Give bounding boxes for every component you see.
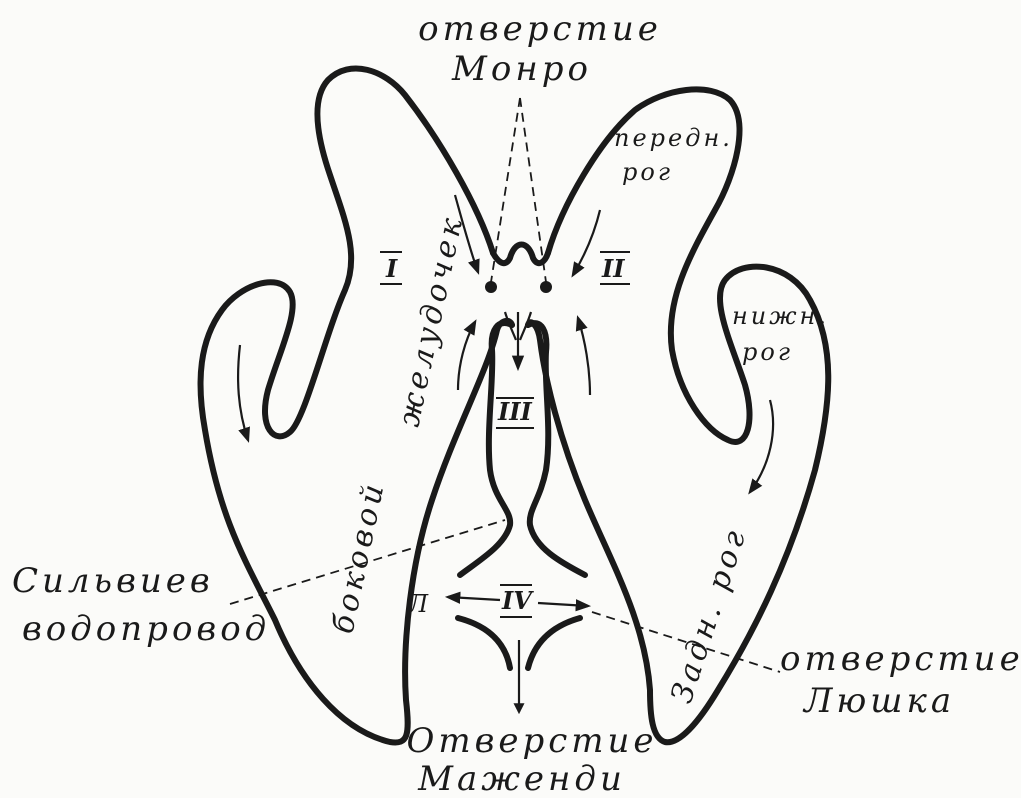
magendie-foramen-label-line1: Отверстие [406, 721, 657, 761]
monro-foramen-left-dot [485, 281, 497, 293]
svg-text:I: I [385, 254, 398, 283]
lateral-aperture-mark: Л [407, 590, 431, 618]
luschka-foramen-label-line1: отверстие [780, 639, 1021, 679]
sylvian-aqueduct-label-line2: водопровод [22, 609, 270, 649]
ventricle-IV-marker: IV [500, 585, 534, 617]
svg-text:III: III [497, 397, 532, 426]
svg-text:IV: IV [501, 586, 534, 615]
fourth-ventricle-right-lower-wall [528, 618, 580, 668]
flow-arrow-right-ascending [578, 318, 590, 395]
monro-label-line2: Монро [451, 49, 592, 89]
posterior-horn-label: Задн. рог [664, 523, 754, 708]
luschka-foramen-label-line2: Люшка [802, 681, 955, 721]
flow-arrow-fourth-right [538, 603, 588, 606]
flow-arrow-fourth-left [448, 597, 500, 600]
interventricular-notch [493, 245, 548, 264]
inferior-horn-label-line1: нижн. [732, 302, 829, 330]
sylvian-aqueduct-label-line1: Сильвиев [12, 561, 214, 601]
ventricle-II-marker: II [600, 252, 630, 284]
third-ventricle-right-wall [528, 323, 585, 575]
monro-foramen-right-dot [540, 281, 552, 293]
lateral-ventricle-label-word1: боковой [326, 478, 393, 637]
monro-leader-left [491, 98, 520, 282]
lateral-ventricle-label-word2: желудочек [392, 211, 471, 429]
ventricle-I-marker: I [380, 252, 402, 284]
flow-arrow-right-anterior [573, 210, 600, 275]
flow-arrow-right-inferior-horn [750, 400, 773, 492]
anterior-horn-label-line2: рог [622, 158, 673, 186]
flow-arrow-left-inferior-horn [238, 345, 248, 440]
ventricle-III-marker: III [496, 397, 534, 428]
anterior-horn-label-line1: передн. [614, 124, 733, 152]
magendie-foramen-label-line2: Маженди [417, 759, 626, 798]
inferior-horn-label-line2: рог [742, 338, 793, 366]
flow-arrow-left-ascending [458, 322, 475, 390]
svg-text:II: II [601, 254, 625, 283]
monro-label-line1: отверстие [418, 9, 662, 49]
fourth-ventricle-left-lower-wall [458, 618, 510, 668]
